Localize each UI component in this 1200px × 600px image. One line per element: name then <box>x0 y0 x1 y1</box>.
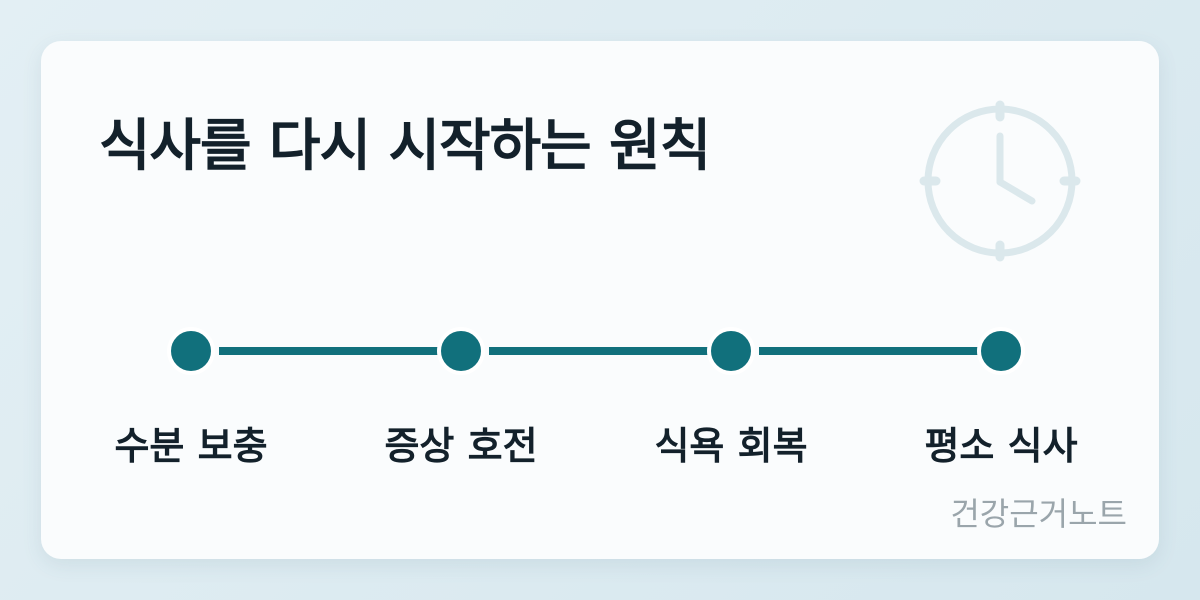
timeline-dot <box>437 327 485 375</box>
timeline-dot <box>977 327 1025 375</box>
step-label-appetite-recovery: 식욕 회복 <box>654 424 808 468</box>
timeline-dot <box>167 327 215 375</box>
clock-icon <box>919 100 1081 262</box>
step-label-symptom-relief: 증상 호전 <box>384 424 538 468</box>
step-label-normal-diet: 평소 식사 <box>924 424 1078 468</box>
step-label-hydration: 수분 보충 <box>114 424 268 468</box>
card: 식사를 다시 시작하는 원칙 수분 보충 증상 호전 식욕 회복 평소 식사 건… <box>41 41 1159 559</box>
timeline-dot <box>707 327 755 375</box>
page-title: 식사를 다시 시작하는 원칙 <box>99 114 711 179</box>
timeline <box>167 327 1025 375</box>
watermark: 건강근거노트 <box>950 495 1127 533</box>
